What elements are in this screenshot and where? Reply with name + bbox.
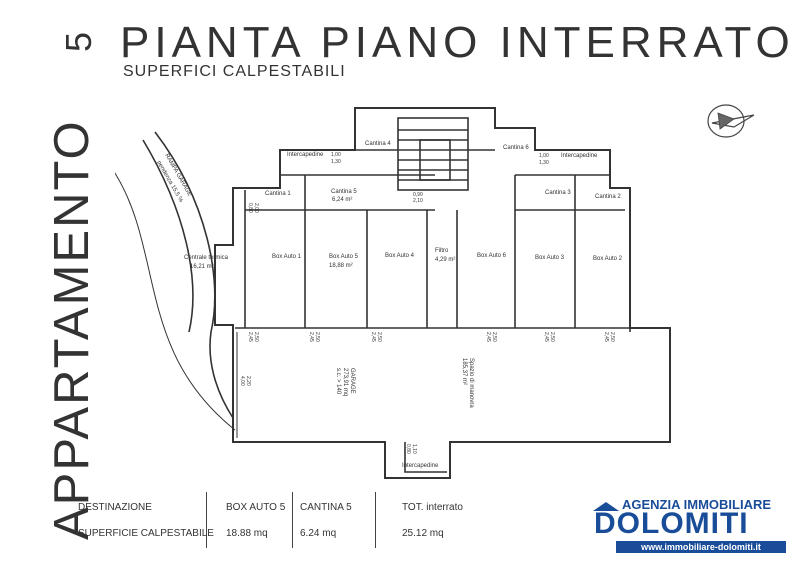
dim-label: 2,50 — [549, 332, 555, 342]
side-banner: APPARTAMENTO 5 — [2, 0, 99, 565]
ramp-edge — [142, 139, 194, 333]
dim-label: 2,00 — [253, 203, 259, 213]
room-garage-sub: s.c. > 140 — [335, 368, 341, 395]
room-spazio-area: 185,37 m² — [461, 358, 467, 385]
dim-label: 1,10 — [411, 444, 417, 454]
room-cantina4: Cantina 4 — [365, 141, 391, 147]
dim-label: 2,20 — [245, 376, 251, 386]
floor-plan: Cantina 1 Cantina 4 Cantina 5 6,24 m² Ca… — [115, 107, 671, 479]
room-cantina1: Cantina 1 — [265, 191, 291, 197]
room-spazio: Spazio di manovra — [468, 358, 474, 408]
room-box6: Box Auto 6 — [477, 253, 507, 259]
table-header-cantina: CANTINA 5 — [300, 502, 352, 513]
room-garage: GARAGE — [349, 368, 355, 394]
room-cantina5-area: 6,24 m² — [332, 197, 352, 203]
table-divider — [292, 492, 293, 548]
room-box5-area: 18,88 m² — [329, 263, 353, 269]
ramp-curve — [115, 172, 236, 431]
page-title: PIANTA PIANO INTERRATO — [120, 18, 795, 67]
room-centrale-termica: Centrale termica — [184, 255, 229, 261]
building-outline — [214, 107, 671, 479]
dim-label: 4,00 — [239, 376, 245, 386]
dim-label: 2,45 — [603, 332, 609, 342]
table-header-destination: DESTINAZIONE — [78, 502, 152, 513]
side-number: 5 — [58, 31, 99, 52]
dim-label: 2,45 — [247, 332, 253, 342]
dim-label: 1,00 — [331, 152, 341, 158]
room-cantina5: Cantina 5 — [331, 189, 357, 195]
table-divider — [206, 492, 207, 548]
room-box2: Box Auto 2 — [593, 256, 623, 262]
room-box1: Box Auto 1 — [272, 254, 302, 260]
dim-label: 0,90 — [413, 192, 423, 198]
table-cell-cantina: 6.24 mq — [300, 528, 337, 539]
table-header-box: BOX AUTO 5 — [226, 502, 286, 513]
room-intercapedine-bottom: Intercapedine — [402, 463, 439, 469]
table-header-total: TOT. interrato — [402, 502, 463, 513]
table-divider — [375, 492, 376, 548]
table-cell-box: 18.88 mq — [226, 528, 268, 539]
dim-label: 2,45 — [308, 332, 314, 342]
dim-label: 2,45 — [370, 332, 376, 342]
dim-label: 2,10 — [413, 198, 423, 204]
room-filtro: Filtro — [435, 248, 449, 254]
room-centrale-area: 16,21 m² — [190, 264, 214, 270]
logo-tagline: AGENZIA IMMOBILIARE — [622, 497, 772, 512]
dim-label: 2,50 — [314, 332, 320, 342]
dim-label: 2,50 — [253, 332, 259, 342]
table-row-label: SUPERFICIE CALPESTABILE — [78, 528, 214, 539]
logo-name: DOLOMITI — [594, 507, 749, 540]
room-cantina2: Cantina 2 — [595, 194, 621, 200]
dim-label: 2,50 — [491, 332, 497, 342]
table-cell-total: 25.12 mq — [402, 528, 444, 539]
dim-label: 0,80 — [405, 444, 411, 454]
logo-url: www.immobiliare-dolomiti.it — [616, 541, 786, 553]
dim-label: 0,80 — [247, 203, 253, 213]
page-subtitle: SUPERFICI CALPESTABILI — [123, 63, 346, 80]
house-icon — [593, 502, 619, 511]
dim-label: 2,45 — [485, 332, 491, 342]
room-garage-area: 273,91 mq — [342, 368, 348, 396]
agency-logo: AGENZIA IMMOBILIARE DOLOMITI www.immobil… — [588, 493, 793, 553]
dim-label: 2,45 — [543, 332, 549, 342]
room-cantina3: Cantina 3 — [545, 190, 571, 196]
room-cantina6: Cantina 6 — [503, 145, 529, 151]
room-box3: Box Auto 3 — [535, 255, 565, 261]
side-label: APPARTAMENTO — [45, 119, 99, 540]
ramp-outer-wall — [154, 131, 234, 419]
dim-label: 1,30 — [331, 159, 341, 165]
dim-label: 2,50 — [376, 332, 382, 342]
surface-table: DESTINAZIONE BOX AUTO 5 CANTINA 5 TOT. i… — [72, 490, 572, 550]
dim-label: 1,00 — [539, 153, 549, 159]
room-intercapedine-left: Intercapedine — [287, 152, 324, 158]
dim-label: 2,50 — [609, 332, 615, 342]
room-box4: Box Auto 4 — [385, 253, 415, 259]
dim-label: 1,30 — [539, 160, 549, 166]
room-box5: Box Auto 5 — [329, 254, 359, 260]
room-intercapedine-right: Intercapedine — [561, 153, 598, 159]
room-filtro-area: 4,29 m² — [435, 257, 455, 263]
north-arrow-icon — [707, 104, 755, 138]
